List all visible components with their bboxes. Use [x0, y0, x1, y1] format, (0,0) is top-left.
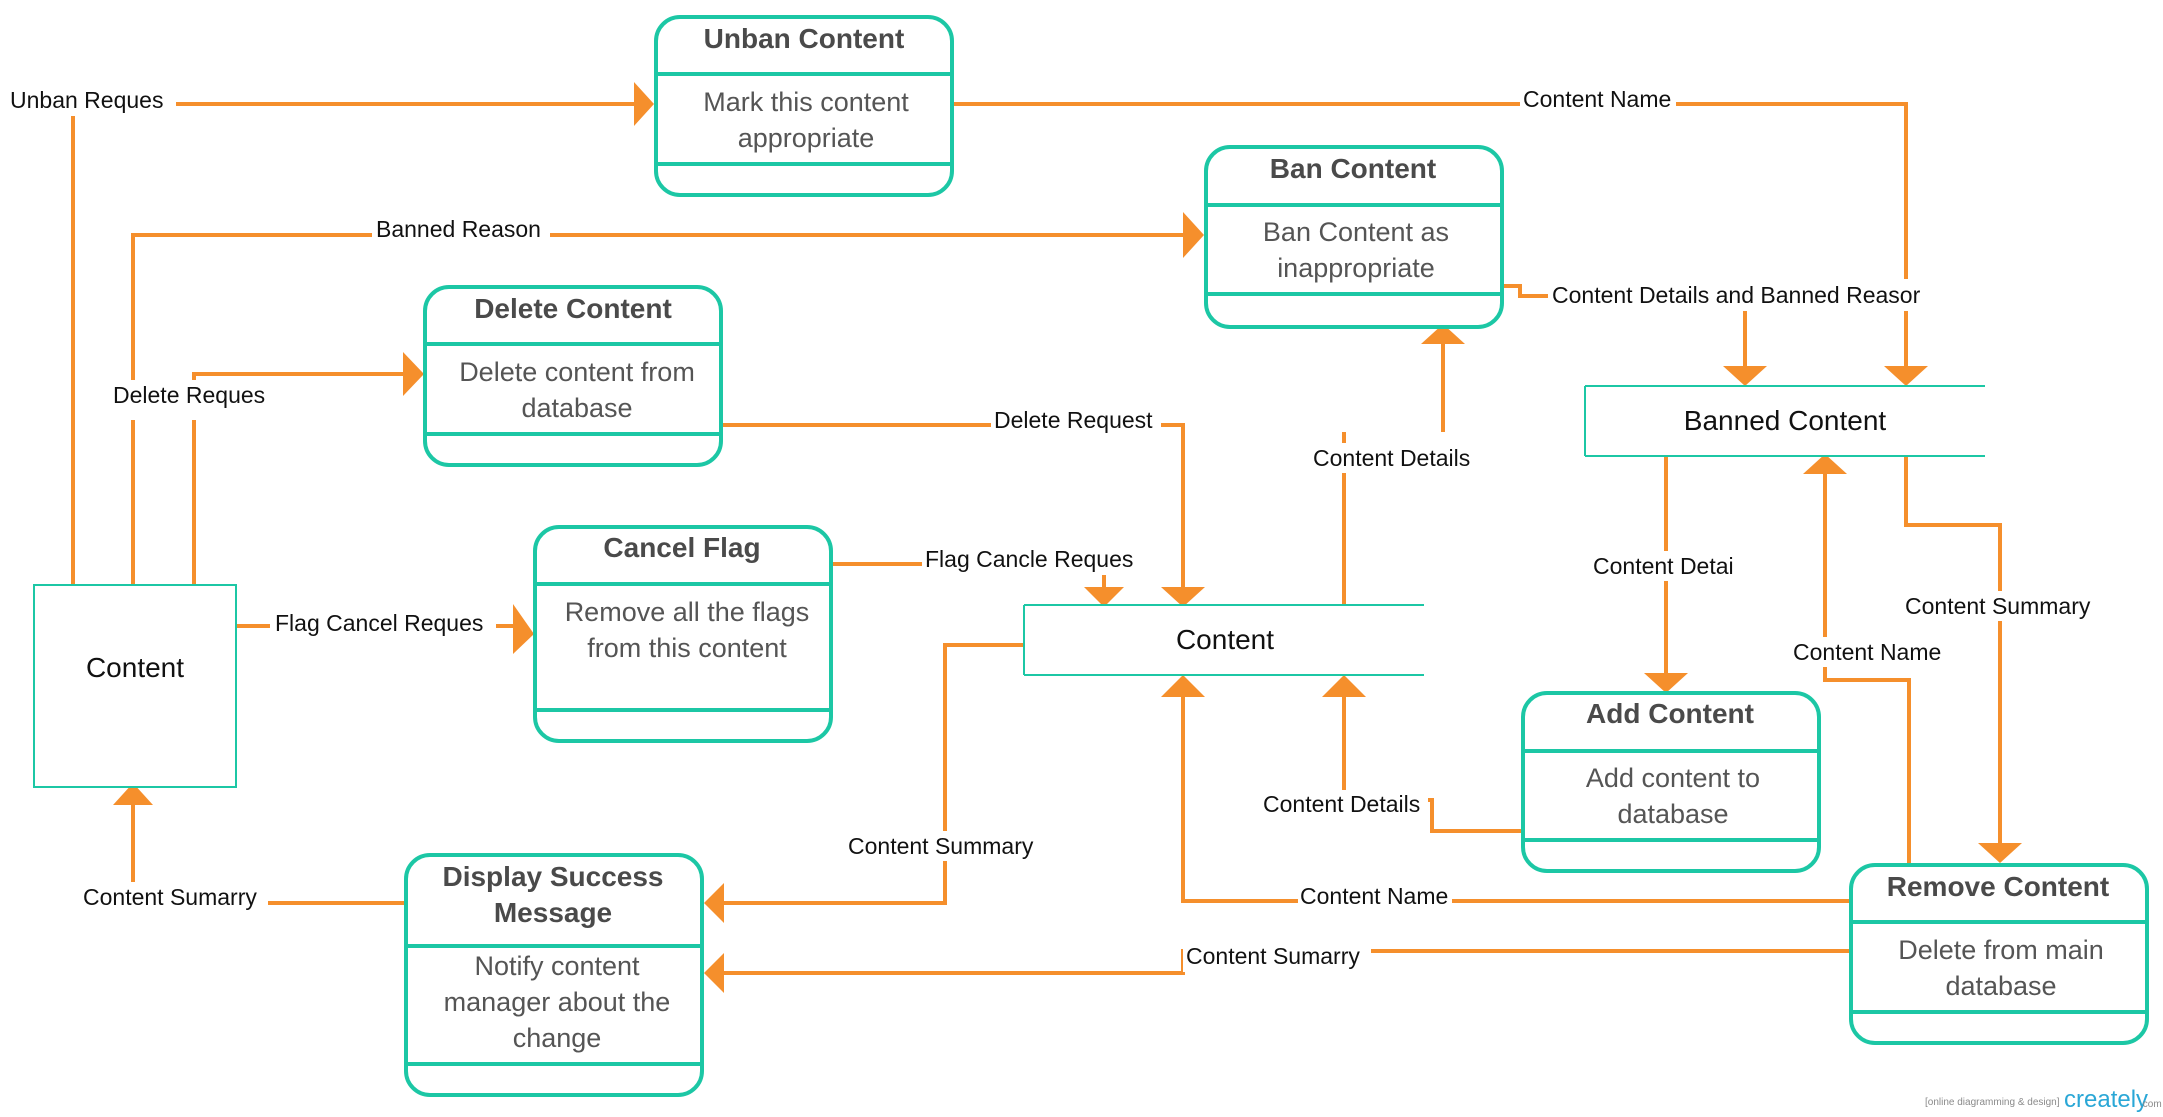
arrowhead — [1803, 454, 1847, 474]
flow-content-summary-mid — [724, 643, 1023, 905]
flow-label-content-detai: Content Detai — [1593, 553, 1734, 579]
process-unban-content: Unban Content Mark this content appropri… — [654, 15, 954, 197]
flow-delete-request-mid — [723, 423, 1185, 587]
arrowhead — [704, 883, 724, 923]
arrowhead — [513, 604, 534, 654]
process-body-line: Ban Content as — [1263, 217, 1449, 247]
process-body-line: inappropriate — [1277, 253, 1435, 283]
watermark-tagline: [online diagramming & design] — [1925, 1097, 2060, 1108]
process-body-line: manager about the — [444, 987, 671, 1017]
external-entity-content: Content — [33, 584, 237, 788]
flow-label-content-name-bottom: Content Name — [1300, 883, 1448, 909]
arrowhead — [1322, 675, 1366, 697]
flow-label-banned-reason: Banned Reason — [376, 216, 541, 242]
entity-label: Content — [86, 652, 184, 683]
process-body-line: change — [513, 1023, 602, 1053]
process-display-success-message: Display Success Message Notify content m… — [404, 853, 704, 1097]
flow-label-content-sumarry-bottom: Content Sumarry — [1186, 943, 1360, 969]
arrowhead — [1884, 366, 1928, 386]
flow-label-flag-cancle-request: Flag Cancle Reques — [925, 546, 1133, 572]
process-body-line: Add content to — [1586, 763, 1760, 793]
flow-label-content-summary-left: Content Sumarry — [83, 884, 257, 910]
process-title: Display Success — [442, 861, 663, 892]
flow-content-details-banned-reason — [1503, 284, 1747, 368]
arrowhead — [1161, 675, 1205, 697]
flow-label-content-summary-mid: Content Summary — [848, 833, 1034, 859]
process-title: Add Content — [1586, 698, 1754, 729]
arrowhead — [403, 352, 424, 396]
process-title: Unban Content — [704, 23, 905, 54]
flow-content-name-right — [1823, 470, 1911, 863]
data-store-banned-content: Banned Content — [1584, 385, 1985, 457]
flow-label-content-details-lower: Content Details — [1263, 791, 1420, 817]
flow-content-name-bottom — [1181, 697, 1849, 903]
arrowhead — [704, 953, 724, 993]
process-ban-content: Ban Content Ban Content as inappropriate — [1204, 145, 1504, 329]
process-remove-content: Remove Content Delete from main database — [1849, 863, 2149, 1045]
process-body-line: from this content — [587, 633, 787, 663]
flow-banned-reason — [131, 233, 1183, 585]
process-add-content: Add Content Add content to database — [1521, 691, 1821, 873]
arrowhead — [1161, 587, 1205, 607]
flow-label-content-details-mid: Content Details — [1313, 445, 1470, 471]
process-delete-content: Delete Content Delete content from datab… — [423, 285, 723, 467]
flow-label-flag-cancel-request: Flag Cancel Reques — [275, 610, 483, 636]
flow-label-content-name-right: Content Name — [1793, 639, 1941, 665]
process-cancel-flag: Cancel Flag Remove all the flags from th… — [533, 525, 833, 743]
process-body-line: Delete content from — [459, 357, 695, 387]
watermark-brand: creately — [2064, 1086, 2148, 1113]
arrowhead — [1644, 673, 1688, 693]
process-title: Delete Content — [474, 293, 672, 324]
flow-label-content-summary-right: Content Summary — [1905, 593, 2091, 619]
process-body-line: database — [1945, 971, 2056, 1001]
flow-content-details-lower — [1342, 697, 1521, 833]
arrowhead — [113, 783, 153, 805]
flow-label-delete-request-left: Delete Reques — [113, 382, 265, 408]
process-title: Ban Content — [1270, 153, 1436, 184]
process-title: Message — [494, 897, 612, 928]
arrowhead — [1084, 587, 1124, 607]
arrowhead — [1183, 212, 1204, 258]
store-label-content: Content — [1176, 624, 1274, 655]
process-title: Remove Content — [1887, 871, 2109, 902]
data-store-content: Content — [1023, 604, 1424, 676]
flow-labels: Unban Reques Banned Reason Delete Reques… — [6, 86, 2094, 972]
process-body-line: Remove all the flags — [565, 597, 810, 627]
arrowhead — [1723, 366, 1767, 386]
flow-label-content-details-banned-reason: Content Details and Banned Reasor — [1552, 282, 1921, 308]
arrowhead — [1421, 324, 1465, 344]
flow-content-summary-right — [1904, 456, 2002, 843]
process-body-line: Delete from main — [1898, 935, 2104, 965]
creately-watermark: [online diagramming & design] creately .… — [1925, 1086, 2162, 1113]
process-body-line: database — [1617, 799, 1728, 829]
flow-label-content-name-top: Content Name — [1523, 86, 1671, 112]
flow-delete-request-left — [192, 372, 409, 585]
process-body-line: Notify content — [474, 951, 640, 981]
watermark-suffix: .com — [2140, 1099, 2162, 1110]
arrowhead — [634, 82, 654, 126]
flow-label-delete-request-mid: Delete Request — [994, 407, 1153, 433]
process-body-line: database — [521, 393, 632, 423]
arrowhead — [1978, 843, 2022, 863]
process-body-line: Mark this content — [703, 87, 909, 117]
flow-label-unban-request: Unban Reques — [10, 87, 163, 113]
store-label-banned-content: Banned Content — [1684, 405, 1887, 436]
process-title: Cancel Flag — [603, 532, 760, 563]
process-body-line: appropriate — [738, 123, 875, 153]
